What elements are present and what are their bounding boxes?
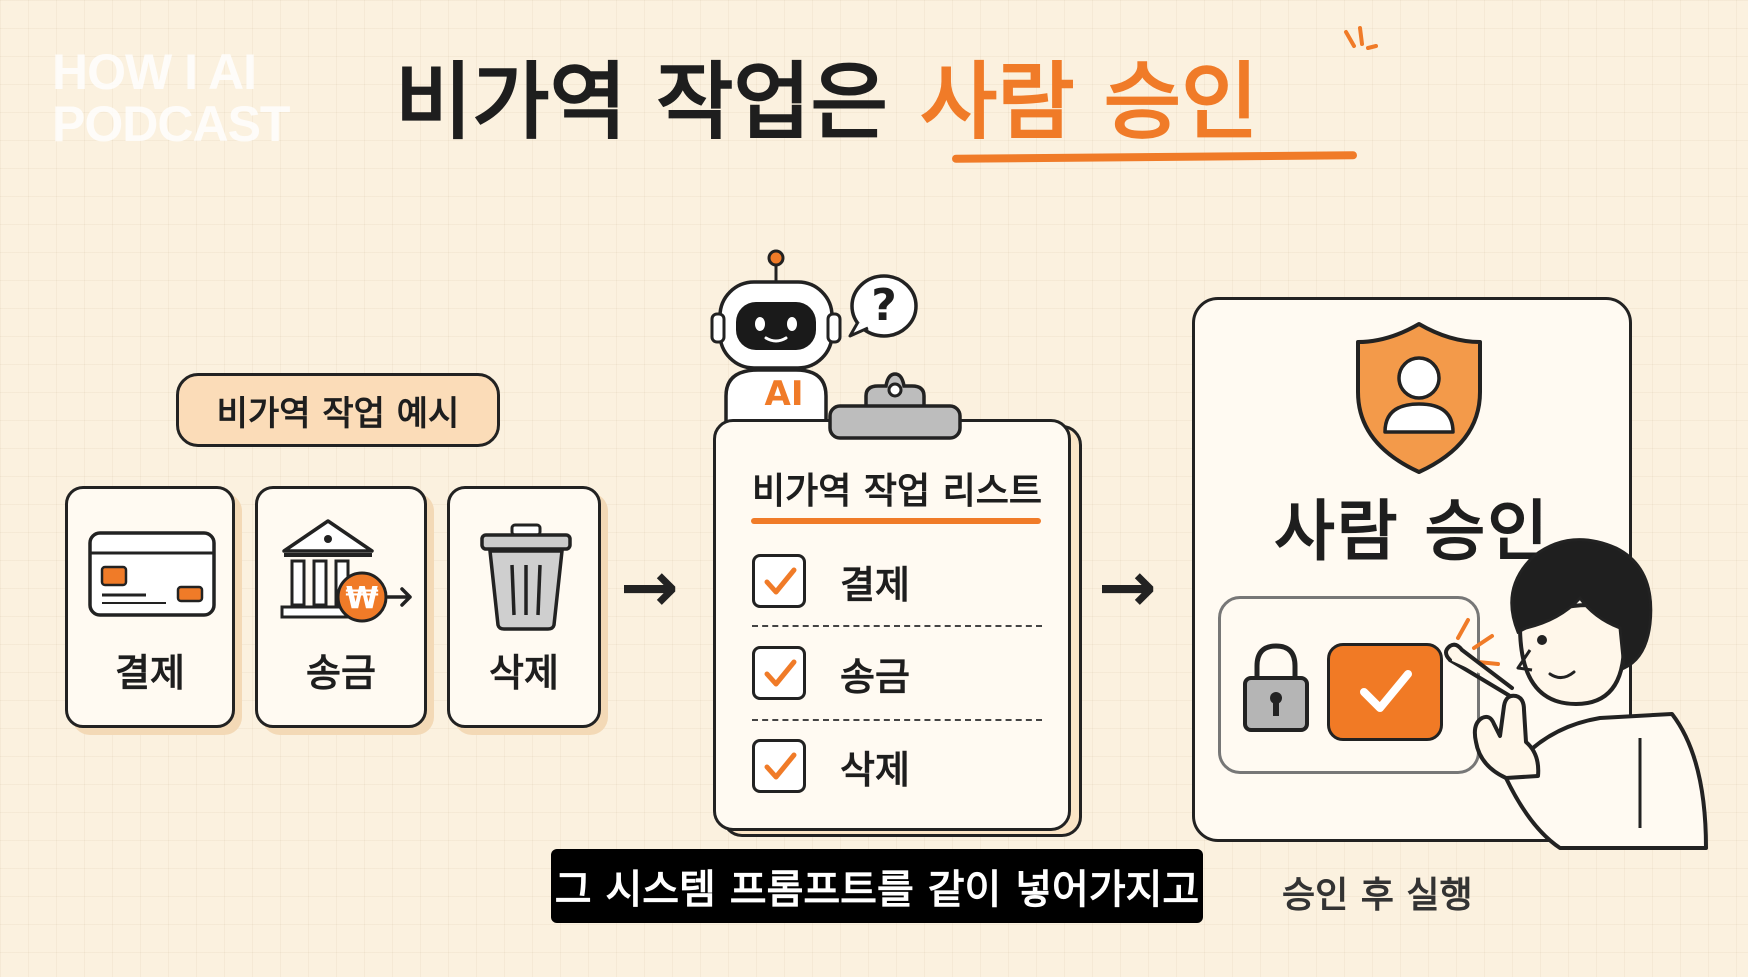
- clipboard-title-underline: [751, 518, 1041, 524]
- arrow-right-icon: →: [1098, 546, 1157, 628]
- approval-title: 사람 승인: [1274, 493, 1550, 570]
- page-title: 비가역 작업은 사람 승인: [395, 40, 1258, 151]
- clipboard-title: 비가역 작업 리스트: [752, 471, 1043, 512]
- title-highlight: 사람 승인: [919, 52, 1259, 151]
- example-card-transfer: ₩ 송금: [255, 486, 427, 728]
- robot-ai-badge: AI: [764, 374, 804, 414]
- credit-card-icon: [88, 531, 216, 617]
- checklist-item: 결제: [752, 549, 1042, 613]
- question-bubble-text: ?: [871, 280, 897, 331]
- example-card-delete: 삭제: [447, 486, 601, 728]
- checkbox-checked-icon: [752, 739, 806, 793]
- arrow-right-icon: →: [620, 546, 679, 628]
- shield-user-icon: [1356, 322, 1482, 474]
- robot-icon: [710, 249, 918, 426]
- checklist-item: 삭제: [752, 734, 1042, 798]
- example-card-payment: 결제: [65, 486, 235, 728]
- example-label: 결제: [115, 651, 185, 695]
- checklist-item-label: 삭제: [840, 747, 910, 792]
- checklist-item: 송금: [752, 641, 1042, 705]
- watermark-line-2: PODCAST: [52, 96, 290, 152]
- watermark-line-1: HOW I AI: [52, 44, 257, 100]
- clipboard-clip-icon: [828, 372, 962, 440]
- checklist-item-label: 송금: [840, 654, 910, 699]
- check-button-icon: [1360, 670, 1412, 712]
- example-label: 송금: [306, 651, 376, 695]
- example-label: 삭제: [489, 651, 559, 695]
- approval-controls-frame: [1218, 596, 1480, 774]
- video-subtitle: 그 시스템 프롬프트를 같이 넣어가지고: [551, 849, 1203, 923]
- person-pointing-icon: [1444, 538, 1708, 850]
- examples-label: 비가역 작업 예시: [176, 373, 500, 447]
- checklist-divider: [752, 719, 1042, 721]
- approval-caption: 승인 후 실행: [1282, 875, 1473, 916]
- padlock-icon: [1243, 643, 1309, 732]
- sparkle-icon: [1344, 26, 1378, 50]
- checklist-item-label: 결제: [840, 562, 910, 607]
- title-main: 비가역 작업은: [395, 52, 888, 151]
- bank-transfer-icon: ₩: [280, 519, 412, 623]
- checklist-divider: [752, 625, 1042, 627]
- svg-text:₩: ₩: [345, 581, 378, 616]
- podcast-watermark: HOW I AI PODCAST: [52, 46, 342, 150]
- trash-can-icon: [480, 523, 572, 631]
- checkbox-checked-icon: [752, 646, 806, 700]
- approve-check-button[interactable]: [1327, 643, 1443, 741]
- checkbox-checked-icon: [752, 554, 806, 608]
